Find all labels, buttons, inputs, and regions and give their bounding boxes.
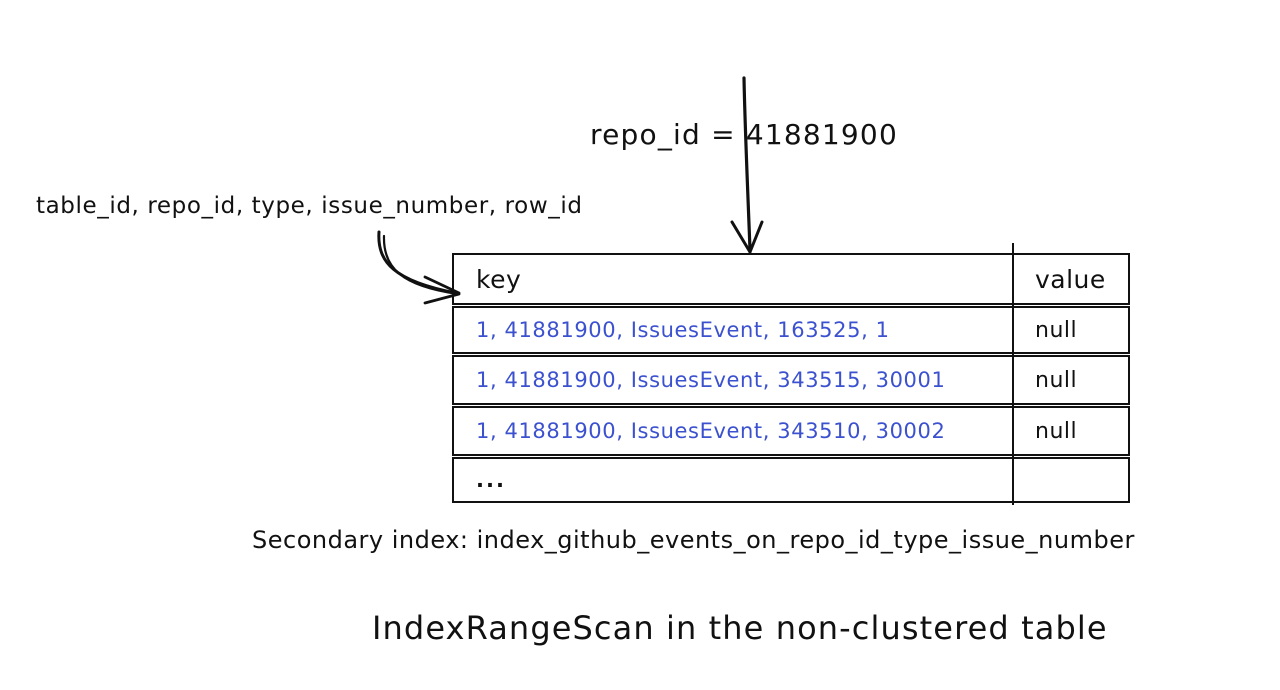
header-cell-key: key [454,255,1015,303]
table-row: 1, 41881900, IssuesEvent, 163525, 1 null [452,306,1130,354]
row-value-text: null [1035,367,1078,393]
row-key-text: 1, 41881900, IssuesEvent, 343515, 30001 [476,368,946,392]
table-row-ellipsis: ... [452,457,1130,503]
header-label-key: key [476,264,522,294]
table-row: 1, 41881900, IssuesEvent, 343510, 30002 … [452,406,1130,456]
row-cell-value [1015,459,1128,501]
row-cell-key: 1, 41881900, IssuesEvent, 343510, 30002 [454,408,1015,454]
header-cell-value: value [1015,255,1128,303]
index-name-caption: Secondary index: index_github_events_on_… [252,526,1135,554]
row-cell-key: 1, 41881900, IssuesEvent, 343515, 30001 [454,357,1015,403]
row-value-text: null [1035,317,1078,343]
row-value-text: null [1035,418,1078,444]
row-cell-value: null [1015,308,1128,352]
header-label-value: value [1035,264,1106,294]
predicate-label: repo_id = 41881900 [590,118,898,151]
index-columns-label: table_id, repo_id, type, issue_number, r… [36,193,583,219]
columns-pointer-arrow-icon [377,230,461,305]
predicate-arrow-icon [730,76,764,254]
table-column-divider [1012,243,1015,505]
row-cell-key: 1, 41881900, IssuesEvent, 163525, 1 [454,308,1015,352]
table-header-row: key value [452,253,1130,305]
table-row: 1, 41881900, IssuesEvent, 343515, 30001 … [452,355,1130,405]
row-key-text: 1, 41881900, IssuesEvent, 163525, 1 [476,318,890,342]
figure-title: IndexRangeScan in the non-clustered tabl… [372,609,1108,647]
row-key-text: ... [476,468,506,492]
row-key-text: 1, 41881900, IssuesEvent, 343510, 30002 [476,419,946,443]
row-cell-value: null [1015,357,1128,403]
row-cell-value: null [1015,408,1128,454]
secondary-index-table: key value 1, 41881900, IssuesEvent, 1635… [452,253,1130,503]
row-cell-key: ... [454,459,1015,501]
